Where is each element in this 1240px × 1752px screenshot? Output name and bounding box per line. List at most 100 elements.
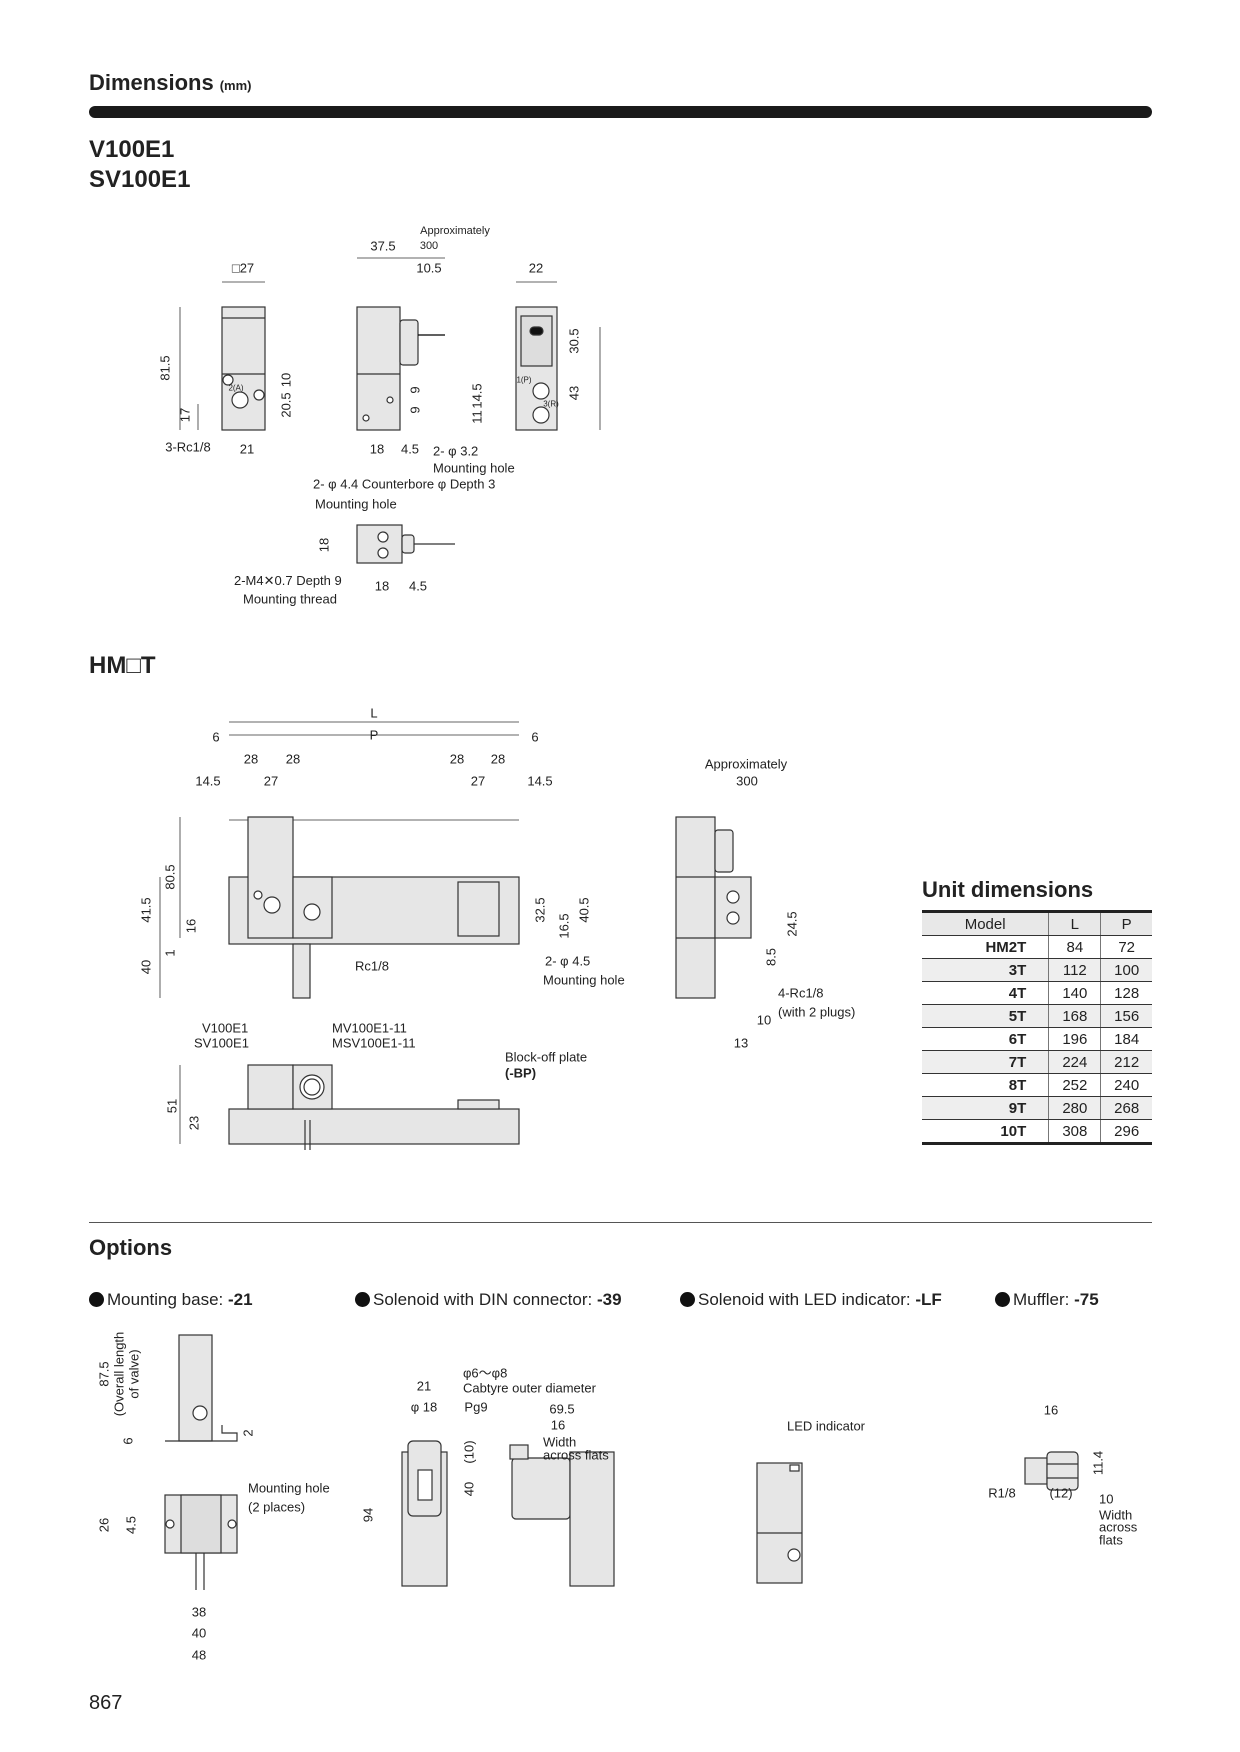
bullet-icon <box>355 1292 370 1307</box>
hm-title: HM□T <box>89 652 156 679</box>
dim-label: 38 <box>191 1604 207 1620</box>
dim-label: 2- φ 3.2 <box>433 443 479 459</box>
dim-label: 22 <box>528 260 544 276</box>
dim-label: of valve) <box>126 1349 142 1399</box>
dim-label: 4.5 <box>400 441 420 457</box>
dim-label: Mounting thread <box>243 591 337 607</box>
header-p: P <box>1100 911 1152 936</box>
dim-label: 43 <box>566 385 582 401</box>
dim-label: 23 <box>186 1115 202 1131</box>
dim-label: Rc1/8 <box>355 958 389 974</box>
section-divider <box>89 1222 1152 1223</box>
dim-label: 3-Rc1/8 <box>165 439 211 455</box>
dim-label: 11.4 <box>1090 1450 1106 1476</box>
option-label: Mounting base: <box>107 1290 228 1309</box>
model-cell: 5T <box>922 1004 1049 1028</box>
l-cell: 252 <box>1048 1073 1101 1097</box>
model-cell: HM2T <box>922 935 1049 959</box>
dim-label: 16 <box>1043 1402 1059 1418</box>
p-cell: 184 <box>1100 1027 1152 1051</box>
dim-label: L <box>370 705 378 721</box>
dim-label: 9 <box>407 386 423 394</box>
l-cell: 308 <box>1048 1119 1101 1144</box>
valve-side-view <box>356 306 445 431</box>
dim-label: 300 <box>419 240 439 252</box>
dim-label: 17 <box>177 407 193 423</box>
port-label: 2(A) <box>228 383 244 393</box>
dim-label: Approximately <box>420 225 490 237</box>
dim-label: 32.5 <box>532 897 548 923</box>
model-cell: 9T <box>922 1096 1049 1120</box>
dim-label: 28 <box>243 751 259 767</box>
dim-label: across <box>1099 1519 1138 1535</box>
dim-label: across flats <box>543 1447 609 1463</box>
title-bar <box>89 106 1152 118</box>
dim-label: (10) <box>461 1440 477 1464</box>
dim-label: (2 places) <box>248 1499 306 1515</box>
dim-label: 21 <box>239 441 255 457</box>
dim-label: 40 <box>461 1481 477 1497</box>
page-title: Dimensions (mm) <box>89 70 251 96</box>
dim-label: 51 <box>164 1098 180 1114</box>
dim-label: 87.5 <box>96 1361 112 1387</box>
header-model: Model <box>922 911 1049 936</box>
muffler-drawing <box>1024 1451 1079 1491</box>
dim-label: 2- φ 4.4 Counterbore φ Depth 3 <box>313 476 496 492</box>
dim-label: 16 <box>183 918 199 934</box>
port-label: 3(R) <box>543 399 559 409</box>
dim-label: 4.5 <box>408 578 428 594</box>
dim-label: Block-off plate <box>505 1049 588 1065</box>
dim-label: 21 <box>416 1378 432 1394</box>
l-cell: 112 <box>1048 958 1101 982</box>
dim-label: 48 <box>191 1647 207 1663</box>
p-cell: 268 <box>1100 1096 1152 1120</box>
dim-label: 300 <box>736 773 758 789</box>
dim-label: Mounting hole <box>433 460 515 476</box>
dim-label: 2-M4✕0.7 Depth 9 <box>234 573 342 588</box>
dim-label: 10 <box>1099 1491 1114 1507</box>
dim-label: 4-Rc1/8 <box>778 985 824 1001</box>
option-led-indicator: Solenoid with LED indicator: -LF <box>680 1290 942 1310</box>
dim-label: 18 <box>316 537 332 553</box>
dim-label: 6 <box>531 729 539 745</box>
manifold-top-view <box>228 816 520 999</box>
dim-label: 20.5 <box>278 392 294 418</box>
dim-label: 94 <box>360 1507 376 1523</box>
dim-label: LED indicator <box>786 1418 866 1434</box>
dim-label: 8.5 <box>763 947 779 967</box>
bullet-icon <box>89 1292 104 1307</box>
unit-label: (mm) <box>219 78 252 93</box>
options-title: Options <box>89 1235 173 1260</box>
valve-rear-view <box>515 306 558 431</box>
dim-label: 18 <box>374 578 390 594</box>
dim-label: 80.5 <box>162 864 178 890</box>
option-din-connector: Solenoid with DIN connector: -39 <box>355 1290 622 1310</box>
manifold-front-view <box>228 1064 520 1150</box>
model-cell: 4T <box>922 981 1049 1005</box>
title-text: Dimensions <box>89 70 214 95</box>
valve-front-view <box>221 306 266 431</box>
option-code: -75 <box>1074 1290 1099 1309</box>
dim-label: R1/8 <box>988 1485 1016 1501</box>
p-cell: 128 <box>1100 981 1152 1005</box>
dim-label: 14.5 <box>527 773 553 789</box>
dim-label: 81.5 <box>157 355 173 381</box>
dim-label: 16.5 <box>556 913 572 939</box>
dim-label: 10 <box>278 372 294 388</box>
model-name: SV100E1 <box>89 166 191 193</box>
dim-label: 11 <box>469 410 485 424</box>
model-cell: 6T <box>922 1027 1049 1051</box>
l-cell: 168 <box>1048 1004 1101 1028</box>
dim-label: MV100E1-11 <box>332 1020 407 1036</box>
led-indicator-drawing <box>756 1462 803 1584</box>
dim-label: 27 <box>263 773 279 789</box>
